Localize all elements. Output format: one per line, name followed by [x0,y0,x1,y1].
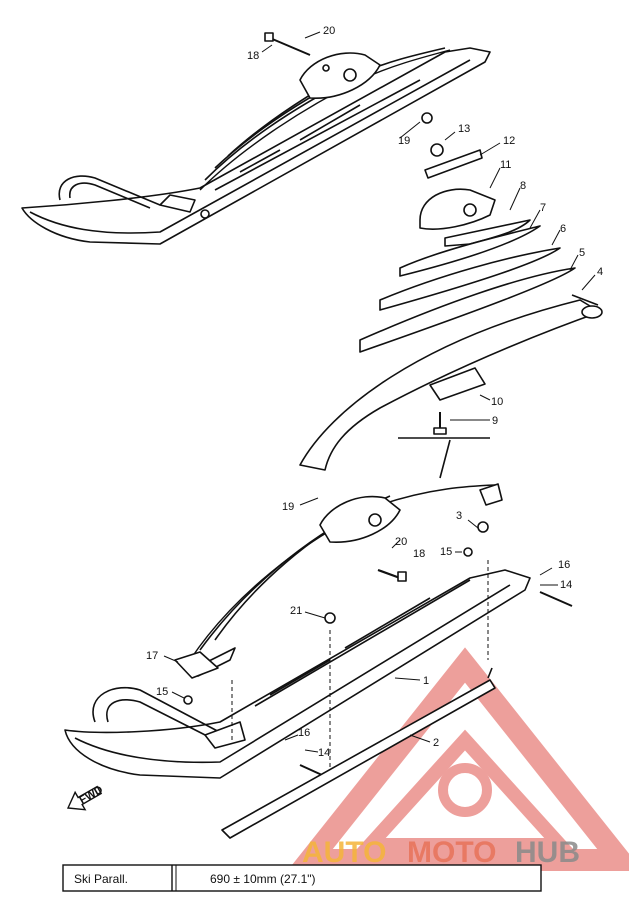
callout-15-right: 15 [440,546,452,558]
watermark-text-moto: MOTO [407,836,496,869]
callout-1: 1 [423,675,429,687]
watermark-text-hub: HUB [515,836,580,869]
spring-leaf-stack [299,143,603,479]
callout-numbers: 20 18 19 13 12 11 8 7 6 5 4 10 9 19 3 20… [146,25,603,759]
callout-9: 9 [492,415,498,427]
callout-5: 5 [579,247,585,259]
callout-20-bottom: 20 [395,536,407,548]
callout-17: 17 [146,650,158,662]
fwd-label: FWD [77,784,105,807]
callout-6: 6 [560,223,566,235]
lower-ski-assembly [64,483,573,839]
fwd-arrow-icon: FWD [66,784,105,811]
callout-16-left: 16 [298,727,310,739]
callout-19-top: 19 [398,135,410,147]
callout-14-left: 14 [318,747,330,759]
callout-16-right: 16 [558,559,570,571]
callout-21: 21 [290,605,302,617]
callout-4: 4 [597,266,603,278]
callout-18-bottom: 18 [413,548,425,560]
spec-value: 690 ± 10mm (27.1") [210,872,316,886]
upper-ski-assembly [21,32,491,245]
callout-18-top: 18 [247,50,259,62]
callout-12: 12 [503,135,515,147]
callout-19-bottom: 19 [282,501,294,513]
callout-3: 3 [456,510,462,522]
callout-11: 11 [500,159,511,171]
leader-lines [163,31,596,753]
callout-20-top: 20 [323,25,335,37]
callout-2: 2 [433,737,439,749]
callout-10: 10 [491,396,503,408]
callout-8: 8 [520,180,526,192]
watermark-logo [287,647,629,871]
watermark-text: AUTO MOTO HUB [302,836,580,869]
spec-label: Ski Parall. [74,872,128,886]
callout-13: 13 [458,123,470,135]
callout-15-left: 15 [156,686,168,698]
spec-table: Ski Parall. 690 ± 10mm (27.1") [62,864,542,892]
callout-7: 7 [540,202,546,214]
callout-14-right: 14 [560,579,572,591]
watermark-text-auto: AUTO [302,836,386,869]
